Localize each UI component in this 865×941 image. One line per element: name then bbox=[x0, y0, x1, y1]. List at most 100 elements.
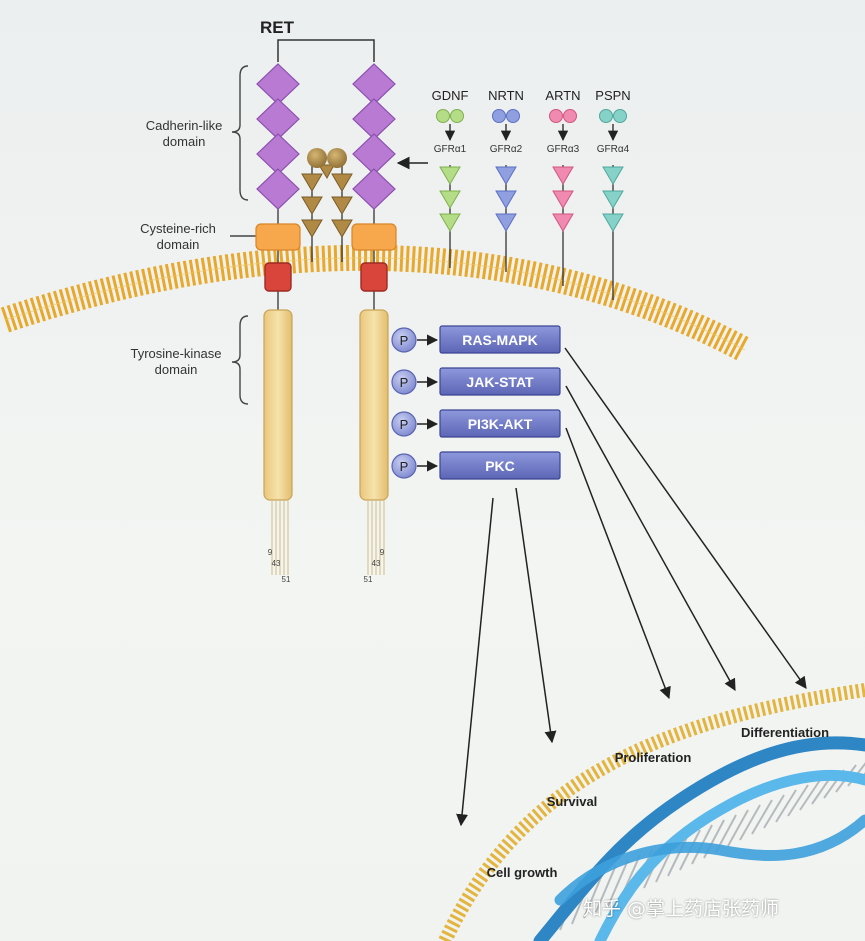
cadherin-repeat bbox=[256, 133, 300, 175]
gfr-alpha-subunit bbox=[331, 173, 353, 192]
pathway-box bbox=[439, 409, 561, 438]
ligand-pspn: PSPN GFRα4 bbox=[595, 88, 631, 300]
gfr-alpha-subunit bbox=[331, 219, 353, 238]
cysteine-rich-block bbox=[351, 223, 397, 251]
cadherin-repeat bbox=[256, 168, 300, 210]
isoform-label: 43 bbox=[272, 559, 281, 568]
coreceptor-subunit bbox=[552, 213, 574, 232]
transmembrane-segment bbox=[360, 262, 388, 292]
coreceptor-subunit bbox=[602, 213, 624, 232]
isoform-label: 9 bbox=[268, 548, 273, 557]
pathway-box bbox=[439, 325, 561, 354]
pathway-pi3k-akt: P PI3K-AKT bbox=[391, 409, 561, 438]
pathway-label: PI3K-AKT bbox=[468, 416, 533, 432]
ligand-name: PSPN bbox=[595, 88, 630, 103]
cysteine-domain-label-1: Cysteine-rich bbox=[140, 221, 216, 236]
ligand-dimer-icon bbox=[450, 109, 464, 123]
watermark: 知乎 @掌上药店张药师 bbox=[583, 898, 780, 920]
cell-membrane-edge bbox=[4, 257, 746, 351]
phosphate-icon bbox=[391, 369, 417, 395]
outcome-survival: Survival bbox=[547, 794, 598, 809]
coreceptor-subunit bbox=[552, 166, 574, 185]
ret-bracket bbox=[277, 39, 375, 62]
ligand-name: ARTN bbox=[545, 88, 580, 103]
signaling-arrows bbox=[456, 347, 807, 827]
ret-label: RET bbox=[260, 18, 295, 37]
ret-monomer-left bbox=[255, 63, 301, 501]
coreceptor-subunit bbox=[495, 190, 517, 209]
coreceptor-label: GFRα4 bbox=[597, 144, 630, 155]
ligand-name: NRTN bbox=[488, 88, 524, 103]
cadherin-repeat bbox=[256, 98, 300, 140]
ligand-name: GDNF bbox=[432, 88, 469, 103]
ligand-gdnf: GDNF GFRα1 bbox=[432, 88, 469, 268]
ligand-dimer-icon bbox=[599, 109, 613, 123]
phosphate-icon bbox=[391, 411, 417, 437]
cadherin-repeat bbox=[352, 98, 396, 140]
ligand-dimer-icon bbox=[327, 148, 347, 168]
coreceptor-label: GFRα3 bbox=[547, 144, 580, 155]
pathway-label: RAS-MAPK bbox=[462, 332, 537, 348]
cadherin-domain-label-2: domain bbox=[163, 134, 206, 149]
coreceptor-label: GFRα2 bbox=[490, 144, 523, 155]
phosphate-label: P bbox=[400, 375, 409, 390]
pathway-ras-mapk: P RAS-MAPK bbox=[391, 325, 561, 354]
isoform-label: 51 bbox=[364, 575, 373, 584]
isoform-label: 9 bbox=[380, 548, 385, 557]
kinase-domain-label-1: Tyrosine-kinase bbox=[130, 346, 221, 361]
cysteine-rich-block bbox=[255, 223, 301, 251]
ligand-dimer-icon bbox=[307, 148, 327, 168]
coreceptor-subunit bbox=[439, 190, 461, 209]
pathway-jak-stat: P JAK-STAT bbox=[391, 367, 561, 396]
coreceptor-subunit bbox=[602, 190, 624, 209]
pathway-label: JAK-STAT bbox=[466, 374, 534, 390]
ligand-dimer-icon bbox=[549, 109, 563, 123]
cadherin-repeat bbox=[352, 63, 396, 105]
ligand-nrtn: NRTN GFRα2 bbox=[488, 88, 524, 272]
kinase-domain-label-2: domain bbox=[155, 362, 198, 377]
pathway-label: PKC bbox=[485, 458, 515, 474]
coreceptor-subunit bbox=[552, 190, 574, 209]
isoform-label: 51 bbox=[282, 575, 291, 584]
phosphate-label: P bbox=[400, 333, 409, 348]
nuclear-membrane bbox=[438, 683, 865, 941]
coreceptor-subunit bbox=[495, 166, 517, 185]
ligand-dimer-icon bbox=[492, 109, 506, 123]
cadherin-repeat bbox=[352, 168, 396, 210]
gfr-alpha-subunit bbox=[301, 219, 323, 238]
outcome-cell-growth: Cell growth bbox=[487, 865, 558, 880]
gfr-alpha-subunit bbox=[331, 196, 353, 215]
ligand-dimer-icon bbox=[563, 109, 577, 123]
tyrosine-kinase-domain bbox=[359, 309, 389, 501]
outcome-differentiation: Differentiation bbox=[741, 725, 829, 740]
ligand-dimer-icon bbox=[506, 109, 520, 123]
coreceptor-subunit bbox=[602, 166, 624, 185]
ligand-dimer-icon bbox=[436, 109, 450, 123]
ligand-artn: ARTN GFRα3 bbox=[545, 88, 581, 286]
pathway-box bbox=[439, 451, 561, 480]
coreceptor-subunit bbox=[439, 213, 461, 232]
ligand-dimer-icon bbox=[613, 109, 627, 123]
transmembrane-segment bbox=[264, 262, 292, 292]
coreceptor-subunit bbox=[439, 166, 461, 185]
coreceptor-subunit bbox=[495, 213, 517, 232]
ret-monomer-right bbox=[351, 63, 397, 501]
isoform-label: 43 bbox=[372, 559, 381, 568]
phosphate-icon bbox=[391, 327, 417, 353]
phosphate-label: P bbox=[400, 417, 409, 432]
gfr-alpha-subunit bbox=[301, 173, 323, 192]
ligand-columns: GDNF GFRα1 NRTN GFRα2 ARTN GFRα3 PSPN GFRα4 bbox=[432, 88, 631, 300]
pathway-box bbox=[439, 367, 561, 396]
cysteine-domain-label-2: domain bbox=[157, 237, 200, 252]
ligand-complex bbox=[301, 148, 353, 262]
dna-helix-icon bbox=[533, 736, 865, 941]
coreceptor-label: GFRα1 bbox=[434, 144, 467, 155]
outcome-proliferation: Proliferation bbox=[615, 750, 692, 765]
cadherin-domain-label-1: Cadherin-like bbox=[146, 118, 223, 133]
cadherin-repeat bbox=[256, 63, 300, 105]
